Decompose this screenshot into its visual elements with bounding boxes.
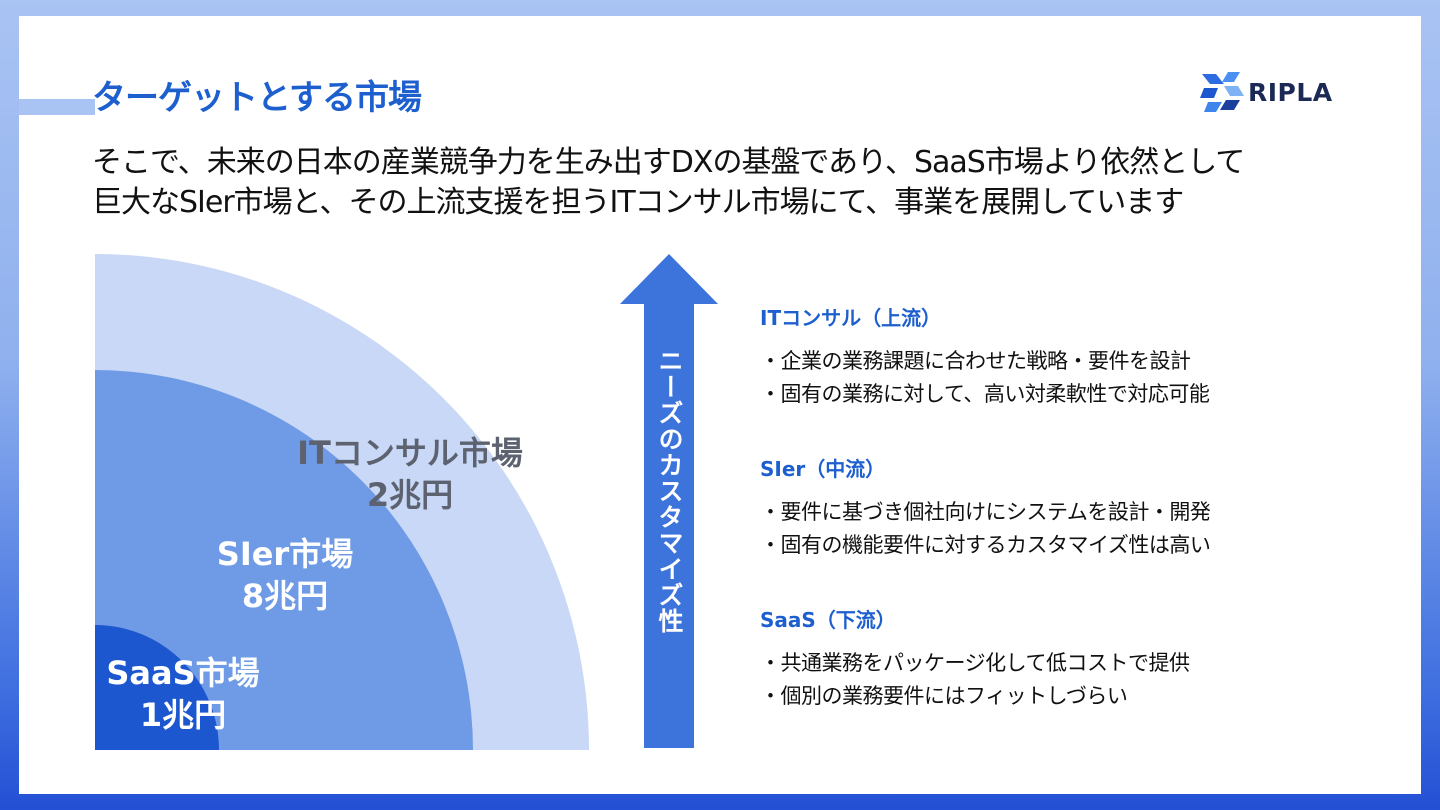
title-accent-bar [19, 99, 95, 115]
lead-text: そこで、未来の日本の産業競争力を生み出すDXの基盤であり、SaaS市場より依然と… [92, 143, 1382, 223]
itconsul-market-label: ITコンサル市場 2兆円 [270, 432, 550, 516]
bullet-item: ・固有の機能要件に対するカスタマイズ性は高い [760, 533, 1211, 557]
lead-line-2: 巨大なSIer市場と、その上流支援を担うITコンサル市場にて、事業を展開していま… [92, 185, 1184, 220]
itconsul-market-name: ITコンサル市場 [297, 434, 523, 472]
page-title: ターゲットとする市場 [92, 78, 422, 118]
section-title: SIer（中流） [760, 457, 886, 481]
saas-market-size: 1兆円 [139, 696, 227, 734]
bullet-item: ・企業の業務課題に合わせた戦略・要件を設計 [760, 349, 1191, 373]
section-saas: SaaS（下流） ・共通業務をパッケージ化して低コストで提供 ・個別の業務要件に… [760, 604, 1190, 713]
section-title: SaaS（下流） [760, 608, 896, 632]
sier-market-label: SIer市場 8兆円 [180, 533, 390, 617]
saas-market-label: SaaS市場 1兆円 [98, 652, 268, 736]
bullet-item: ・要件に基づき個社向けにシステムを設計・開発 [760, 500, 1211, 524]
logo: RIPLA [1200, 70, 1340, 114]
bullet-item: ・共通業務をパッケージ化して低コストで提供 [760, 651, 1190, 675]
logo-text: RIPLA [1248, 77, 1333, 107]
section-title: ITコンサル（上流） [760, 306, 942, 330]
lead-line-1: そこで、未来の日本の産業競争力を生み出すDXの基盤であり、SaaS市場より依然と… [92, 145, 1245, 180]
sier-market-name: SIer市場 [216, 535, 354, 573]
up-arrow-icon [620, 254, 718, 748]
saas-market-name: SaaS市場 [106, 654, 260, 692]
sier-market-size: 8兆円 [241, 577, 329, 615]
itconsul-market-size: 2兆円 [366, 476, 454, 514]
section-sier: SIer（中流） ・要件に基づき個社向けにシステムを設計・開発 ・固有の機能要件… [760, 453, 1211, 562]
bullet-item: ・固有の業務に対して、高い対柔軟性で対応可能 [760, 382, 1210, 406]
arrow-label: ニーズのカスタマイズ性 [655, 348, 684, 634]
ripla-logo-icon [1200, 72, 1244, 112]
section-itconsul: ITコンサル（上流） ・企業の業務課題に合わせた戦略・要件を設計 ・固有の業務に… [760, 302, 1210, 411]
bullet-item: ・個別の業務要件にはフィットしづらい [760, 684, 1128, 708]
